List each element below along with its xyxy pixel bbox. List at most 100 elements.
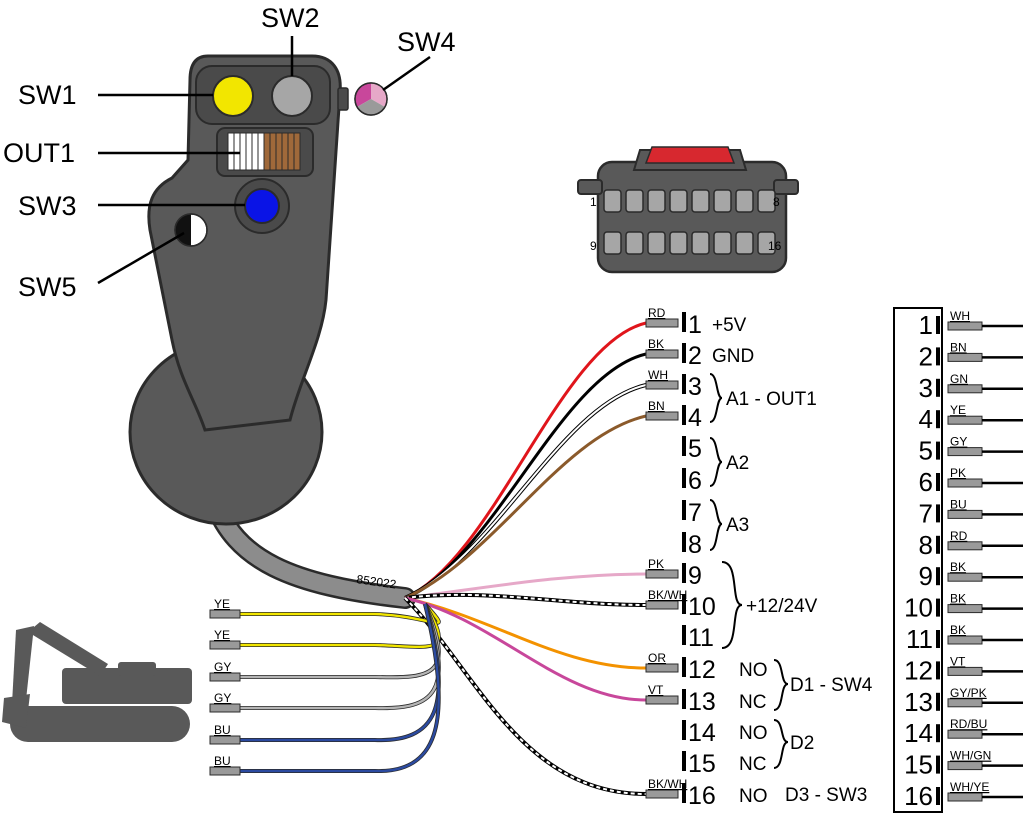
group-label-power: +12/24V	[746, 596, 818, 617]
left-wire-code: GY	[214, 691, 231, 705]
group-label-a3: A3	[726, 515, 749, 536]
pin-number: 7	[688, 499, 702, 527]
pin-wire-code: BK	[648, 337, 664, 351]
pin-row: 6	[682, 467, 702, 495]
right-table-wire-code: GY/PK	[950, 686, 987, 700]
pin-terminal	[645, 600, 679, 610]
wire-core	[404, 593, 647, 606]
connector-cell	[757, 231, 776, 255]
right-table-terminal	[947, 415, 983, 425]
connector-pin-1-label: 1	[590, 195, 597, 209]
right-table-pin-bar	[936, 598, 940, 617]
right-table-pin-bar	[936, 787, 940, 805]
pin-number: 14	[688, 719, 716, 747]
right-table-terminal	[947, 478, 983, 488]
group-label-d3: D3 - SW3	[785, 785, 867, 806]
pin-number: 6	[688, 467, 702, 495]
group-label-d1: D1 - SW4	[790, 675, 873, 696]
wire-outline	[404, 383, 647, 600]
right-table-pin: 9	[919, 561, 933, 591]
pin-wire-code: RD	[648, 306, 666, 320]
pin-wire-code: BK/WH	[648, 777, 687, 791]
right-table-wire-code: RD	[950, 529, 968, 543]
right-table-pin: 1	[919, 310, 933, 340]
right-table-wire-code: BK	[950, 560, 966, 574]
sw3-button[interactable]	[244, 188, 280, 224]
pin-terminal	[645, 411, 679, 421]
connector-cell	[691, 231, 710, 255]
pin-terminal	[645, 695, 679, 705]
connector-cell	[647, 231, 666, 255]
right-table-pin-bar	[936, 567, 940, 586]
connector-cell	[735, 231, 754, 255]
right-table-wire-code: RD/BU	[950, 717, 987, 731]
pin-number: 9	[688, 562, 702, 590]
right-table-frame	[893, 307, 943, 813]
right-table-pin-bar	[936, 661, 940, 680]
right-table-terminal	[947, 792, 983, 802]
pin-terminal	[645, 663, 679, 673]
connector-pin-8-label: 8	[773, 195, 780, 209]
pin-signal: +5V	[712, 315, 747, 336]
pin-bar	[682, 563, 686, 583]
right-table-pin-bar	[936, 630, 940, 648]
sw4-label: SW4	[397, 27, 456, 57]
left-wire-code: BU	[214, 723, 231, 737]
right-table-wire-code: GY	[950, 435, 967, 449]
pin-bar	[682, 594, 686, 614]
pin-bar	[682, 532, 686, 552]
sw3-label: SW3	[18, 191, 77, 221]
sw2-label: SW2	[261, 3, 320, 33]
pin-number: 3	[688, 373, 702, 401]
pin-bar	[682, 751, 686, 771]
left-wire-outline	[210, 603, 441, 774]
pin-row: 7	[682, 499, 702, 527]
out1-label: OUT1	[3, 138, 75, 168]
right-table-wire-code: BK	[950, 623, 966, 637]
right-table-terminal	[947, 635, 983, 645]
pin-number: 8	[688, 531, 702, 559]
sw4-button[interactable]	[354, 82, 388, 116]
left-wire-terminal	[209, 609, 241, 619]
right-table-terminal	[947, 698, 983, 708]
right-table-terminal	[947, 604, 983, 614]
right-table-pin: 15	[904, 750, 933, 780]
group-label-a2: A2	[726, 453, 749, 474]
connector-cell	[625, 189, 644, 213]
right-table-terminal	[947, 541, 983, 551]
right-table-wire-code: BU	[950, 497, 967, 511]
pin-terminal	[645, 380, 679, 390]
pin-row: 5	[682, 435, 702, 463]
pin-signal: NO	[739, 660, 768, 681]
right-table-wire-code: BN	[950, 340, 967, 354]
right-table-pin-bar	[936, 692, 940, 711]
sw2-button[interactable]	[271, 75, 313, 117]
pin-number: 15	[688, 750, 716, 778]
sw4-mount	[337, 87, 349, 111]
right-table-terminal	[947, 509, 983, 519]
left-wire-outline	[210, 603, 441, 711]
right-table-pin-bar	[936, 441, 940, 460]
wire	[404, 596, 647, 702]
pin-row: 3WH	[645, 368, 702, 401]
pin-bar	[682, 374, 686, 394]
wire	[404, 352, 647, 600]
group-label-d2: D2	[790, 733, 814, 754]
left-wire-terminal	[209, 672, 241, 682]
pin-bar	[682, 436, 686, 456]
sw1-button[interactable]	[212, 75, 254, 117]
excavator-icon	[2, 622, 192, 742]
left-wire	[210, 603, 440, 649]
right-table-pin: 10	[904, 593, 933, 623]
left-wire-outline	[210, 603, 441, 649]
sw5-button[interactable]	[174, 213, 208, 247]
